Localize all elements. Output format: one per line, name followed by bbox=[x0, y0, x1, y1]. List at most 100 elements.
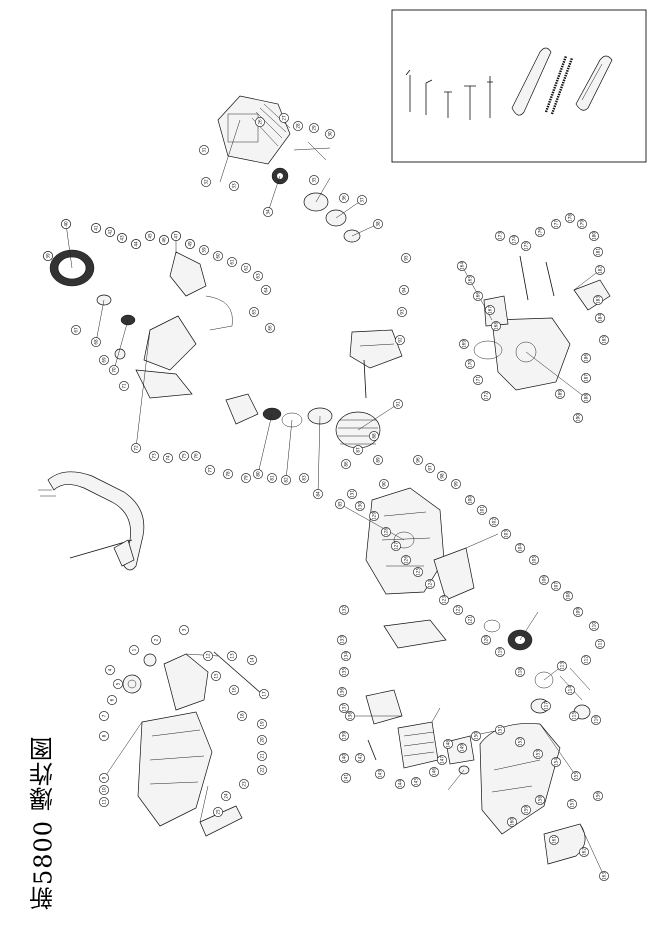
callout-180: 180 bbox=[589, 231, 599, 241]
callout-number: 172 bbox=[484, 392, 489, 400]
callout-number: 161 bbox=[552, 836, 557, 844]
callout-circle bbox=[581, 353, 591, 363]
callout-number: 6 bbox=[110, 698, 115, 701]
callout-7: 7 bbox=[99, 711, 109, 721]
callout-23: 23 bbox=[239, 779, 249, 789]
callout-circle bbox=[265, 323, 275, 333]
callout-76: 76 bbox=[191, 451, 201, 461]
callout-number: 38 bbox=[376, 221, 381, 227]
callout-number: 165 bbox=[468, 276, 473, 284]
callout-number: 169 bbox=[462, 340, 467, 348]
diagram-title: 新5800 爆炸图 bbox=[29, 736, 58, 910]
callout-number: 72 bbox=[134, 445, 139, 451]
callout-number: 45 bbox=[148, 233, 153, 239]
callout-25: 25 bbox=[213, 807, 223, 817]
callout-108: 108 bbox=[563, 591, 573, 601]
callout-142: 142 bbox=[355, 753, 365, 763]
callout-77: 77 bbox=[205, 465, 215, 475]
callout-134: 134 bbox=[341, 651, 351, 661]
callout-circle bbox=[337, 687, 347, 697]
callout-circle bbox=[179, 451, 189, 461]
callout-number: 168 bbox=[494, 322, 499, 330]
callout-154: 154 bbox=[551, 757, 561, 767]
callout-number: 182 bbox=[598, 266, 603, 274]
callout-21: 21 bbox=[257, 751, 267, 761]
callout-number: 101 bbox=[480, 506, 485, 514]
callout-37: 37 bbox=[357, 195, 367, 205]
callout-35: 35 bbox=[309, 175, 319, 185]
callout-circle bbox=[593, 295, 603, 305]
callout-number: 175 bbox=[524, 242, 529, 250]
callout-number: 20 bbox=[260, 737, 265, 743]
carburetor-air-filter-assembly bbox=[365, 619, 475, 769]
front-handle-assembly bbox=[38, 471, 145, 571]
callout-circle bbox=[465, 359, 475, 369]
callout-148: 148 bbox=[443, 739, 453, 749]
callout-number: 84 bbox=[316, 491, 321, 497]
callout-42: 42 bbox=[105, 227, 115, 237]
callout-circle bbox=[425, 463, 435, 473]
callout-number: 166 bbox=[476, 292, 481, 300]
callout-circle bbox=[221, 791, 231, 801]
callout-176: 176 bbox=[535, 227, 545, 237]
callout-181: 181 bbox=[593, 247, 603, 257]
callout-circle bbox=[171, 231, 181, 241]
callout-number: 139 bbox=[342, 732, 347, 740]
callout-63: 63 bbox=[253, 271, 263, 281]
callout-number: 186 bbox=[584, 354, 589, 362]
callout-number: 102 bbox=[492, 518, 497, 526]
callout-27: 27 bbox=[279, 113, 289, 123]
callout-number: 104 bbox=[518, 544, 523, 552]
callout-41: 41 bbox=[91, 223, 101, 233]
callout-circle bbox=[339, 193, 349, 203]
callout-152: 152 bbox=[515, 737, 525, 747]
callout-number: 70 bbox=[112, 367, 117, 373]
callout-104: 104 bbox=[515, 543, 525, 553]
callout-circle bbox=[473, 291, 483, 301]
callout-circle bbox=[131, 443, 141, 453]
callout-number: 119 bbox=[498, 648, 503, 656]
flywheel-ignition-assembly bbox=[49, 249, 233, 399]
callout-5: 5 bbox=[113, 679, 123, 689]
callout-circle bbox=[515, 667, 525, 677]
callout-number: 91 bbox=[396, 401, 401, 407]
callout-circle bbox=[549, 835, 559, 845]
callout-circle bbox=[535, 795, 545, 805]
callout-39: 39 bbox=[43, 251, 53, 261]
callout-number: 156 bbox=[596, 792, 601, 800]
callout-164: 164 bbox=[457, 261, 467, 271]
callout-circle bbox=[457, 261, 467, 271]
callout-circle bbox=[163, 453, 173, 463]
callout-circle bbox=[61, 219, 71, 229]
callout-number: 111 bbox=[598, 640, 603, 648]
callout-150: 150 bbox=[471, 731, 481, 741]
callout-circle bbox=[107, 695, 117, 705]
callout-circle bbox=[263, 207, 273, 217]
callout-number: 118 bbox=[518, 668, 523, 676]
callout-163: 163 bbox=[599, 871, 609, 881]
callout-circle bbox=[567, 799, 577, 809]
callout-number: 99 bbox=[454, 481, 459, 487]
callout-number: 138 bbox=[348, 712, 353, 720]
callout-number: 59 bbox=[202, 247, 207, 253]
callout-circle bbox=[401, 253, 411, 263]
callout-151: 151 bbox=[495, 725, 505, 735]
callout-circle bbox=[341, 773, 351, 783]
callout-162: 162 bbox=[579, 847, 589, 857]
callout-18: 18 bbox=[237, 711, 247, 721]
callout-circle bbox=[569, 711, 579, 721]
callout-116: 116 bbox=[591, 715, 601, 725]
callout-119: 119 bbox=[495, 647, 505, 657]
callout-circle bbox=[99, 731, 109, 741]
callout-circle bbox=[325, 129, 335, 139]
callout-30: 30 bbox=[325, 129, 335, 139]
callout-circle bbox=[191, 451, 201, 461]
callout-144: 144 bbox=[395, 779, 405, 789]
callout-circle bbox=[397, 307, 407, 317]
callout-number: 150 bbox=[474, 732, 479, 740]
callout-circle bbox=[399, 285, 409, 295]
callout-number: 76 bbox=[194, 453, 199, 459]
callout-182: 182 bbox=[595, 265, 605, 275]
callout-circle bbox=[91, 337, 101, 347]
callout-number: 185 bbox=[602, 336, 607, 344]
